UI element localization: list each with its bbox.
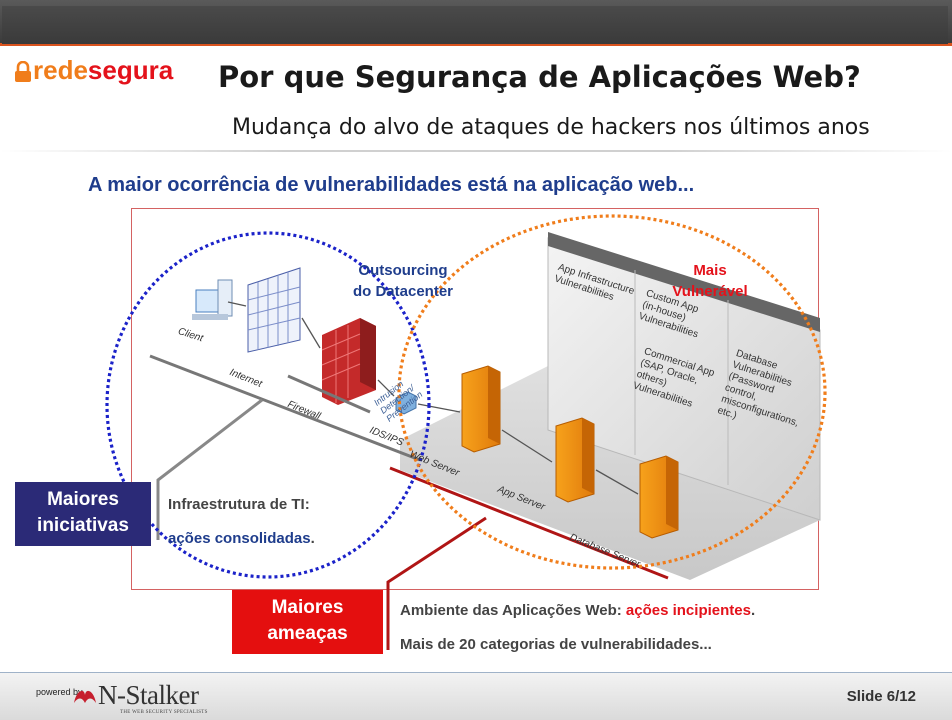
infra-highlight: ações consolidadas <box>168 530 311 547</box>
logo-text-segura: segura <box>87 54 174 85</box>
footer-divider <box>0 672 952 673</box>
ameacas-line1: Maiores <box>271 597 344 618</box>
n-stalker-tagline: THE WEB SECURITY SPECIALISTS <box>120 710 208 715</box>
outsourcing-label-line2: do Datacenter <box>352 283 454 300</box>
outsourcing-label: Outsourcing do Datacenter <box>336 260 470 302</box>
outsourcing-zone-ellipse <box>105 231 431 579</box>
infra-text: Infraestrutura de TI: ações consolidadas… <box>168 488 315 556</box>
headline: A maior ocorrência de vulnerabilidades e… <box>88 174 695 196</box>
outsourcing-label-line1: Outsourcing <box>358 262 448 279</box>
ambiente-line2: Mais de 20 categorias de vulnerabilidade… <box>400 636 712 653</box>
bracket-lines <box>156 398 669 650</box>
ameacas-line2: ameaças <box>267 623 348 644</box>
top-bar <box>0 0 952 46</box>
padlock-icon <box>14 59 32 82</box>
ambiente-end: . <box>750 602 756 619</box>
ambiente-highlight: ações incipientes <box>625 602 751 619</box>
mais-vulneravel-line1: Mais <box>693 262 727 279</box>
vulnerable-zone-ellipse <box>397 214 827 570</box>
page-subtitle: Mudança do alvo de ataques de hackers no… <box>232 115 870 140</box>
datacenter-floor <box>400 232 821 580</box>
ambiente-text: Ambiente das Aplicações Web: ações incip… <box>400 594 755 662</box>
iniciativas-line1: Maiores <box>47 489 119 510</box>
connector-arrows <box>227 301 639 495</box>
infra-end: . <box>310 530 315 547</box>
iniciativas-line2: iniciativas <box>37 515 129 536</box>
network-lines <box>149 354 421 462</box>
maiores-iniciativas-box: Maiores iniciativas <box>15 482 151 546</box>
server-icons <box>461 365 679 539</box>
n-stalker-logo-icon <box>74 690 96 703</box>
firewall-icon <box>321 318 376 405</box>
mais-vulneravel-line2: Vulnerável <box>672 283 748 300</box>
page-title: Por que Segurança de Aplicações Web? <box>218 60 861 94</box>
mais-vulneravel-label: Mais Vulnerável <box>660 260 760 302</box>
maiores-ameacas-box: Maiores ameaças <box>232 590 383 654</box>
ambiente-lead: Ambiente das Aplicações Web: <box>400 602 626 619</box>
client-pc-icon <box>192 279 233 320</box>
app-server-icon <box>555 417 595 503</box>
powered-by-label: powered by <box>36 687 83 697</box>
title-divider <box>0 150 952 152</box>
logo-text-rede: rede <box>33 54 88 85</box>
footer-bar <box>0 673 952 720</box>
slide-number: Slide 6/12 <box>846 688 916 705</box>
app-grid-icon <box>247 267 301 353</box>
n-stalker-brand: N-Stalker <box>98 680 199 710</box>
web-server-icon <box>461 365 501 453</box>
database-server-icon <box>639 455 679 539</box>
infra-line1: Infraestrutura de TI: <box>168 496 310 513</box>
top-bar-inner <box>2 6 948 44</box>
